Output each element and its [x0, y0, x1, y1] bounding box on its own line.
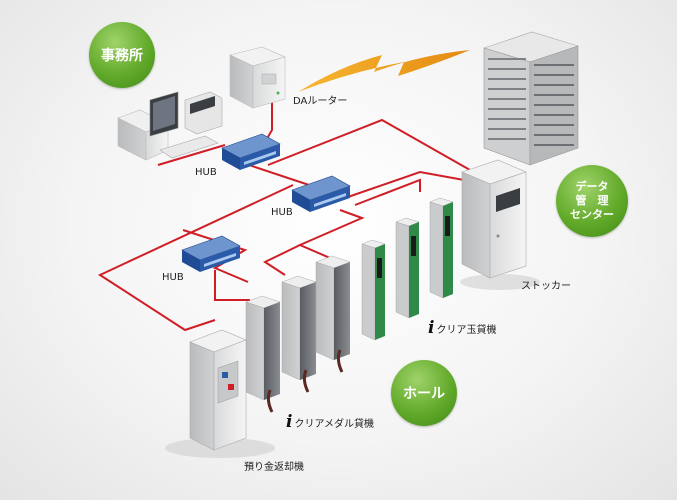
- medal-lender-unit-icon: [315, 255, 351, 373]
- office-pc-icon: [117, 91, 223, 161]
- network-line-hub2-stocker: [344, 170, 476, 199]
- hub1-label: HUB: [195, 167, 217, 178]
- data-center-line-3: センター: [570, 207, 614, 221]
- medal-lender-unit-icon: [245, 295, 281, 413]
- stocker-label: ストッカー: [521, 281, 571, 292]
- network-line-to-lender: [354, 178, 421, 206]
- refund-machine-icon: [189, 329, 247, 451]
- ball-lender-text: クリア玉貸機: [436, 325, 497, 336]
- hub3-label: HUB: [162, 272, 184, 283]
- i-logo: i: [428, 318, 435, 338]
- data-center-line-1: データ: [575, 180, 609, 194]
- network-line-hub1-stocker: [267, 118, 471, 171]
- network-line-pc-hub1: [157, 144, 226, 166]
- refund-machine-label: 預り金返却機: [244, 462, 304, 473]
- wireless-link-icon: [298, 50, 470, 92]
- network-line-router-hub1: [264, 100, 273, 143]
- hub2-label: HUB: [271, 207, 293, 218]
- network-line-hub2-ball: [297, 209, 365, 259]
- hub1-icon: [221, 133, 281, 170]
- hub2-icon: [291, 175, 351, 212]
- i-logo: i: [286, 412, 293, 432]
- ball-lender-unit-icon: [395, 217, 420, 319]
- data-center-building-icon: [483, 31, 579, 166]
- office-bubble: 事務所: [89, 22, 155, 88]
- ball-lender-unit-icon: [429, 197, 454, 299]
- network-line-medal-2: [262, 244, 301, 276]
- data-center-line-2: 管 理: [575, 194, 609, 208]
- network-line-hub3-refund: [214, 270, 250, 301]
- stocker-icon: [461, 159, 527, 279]
- da-router-label: DAルーター: [293, 96, 348, 107]
- ball-lender-unit-icon: [361, 239, 386, 341]
- floor-shadow: [460, 274, 540, 290]
- network-line-hub2-hub3-loop: [97, 184, 294, 332]
- medal-lender-unit-icon: [281, 275, 317, 393]
- hall-bubble: ホール: [391, 360, 457, 426]
- medal-lender-text: クリアメダル貸機: [294, 419, 374, 430]
- data-center-bubble: データ 管 理 センター: [556, 165, 628, 237]
- network-lines: [97, 100, 476, 332]
- hub3-icon: [181, 235, 241, 272]
- da-router-icon: [229, 46, 286, 109]
